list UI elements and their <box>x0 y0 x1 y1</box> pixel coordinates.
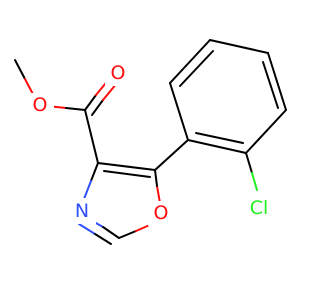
bond-carbonyl-c4 <box>84 109 99 164</box>
bond-c4-c5-inner <box>103 170 151 178</box>
oxygen-carbonyl-label: O <box>111 62 126 84</box>
bond-c4-c5 <box>97 162 156 171</box>
label-bg-o-ester <box>27 93 54 118</box>
label-bg-n-ring <box>69 198 96 224</box>
bond-c4-n <box>83 162 99 200</box>
aromatic-inner-bond-3 <box>195 132 244 144</box>
aromatic-inner-bond-1 <box>179 50 214 87</box>
label-bg-o-ring <box>148 201 175 226</box>
bond-o-ring-c5 <box>154 169 161 204</box>
nitrogen-ring-label: N <box>75 200 89 222</box>
aromatic-inner-bond-2 <box>262 61 279 109</box>
label-bg-cl <box>244 195 274 220</box>
oxygen-ring-label: O <box>154 202 169 224</box>
label-bg-o-carbonyl <box>105 61 132 86</box>
canvas-background <box>0 0 300 300</box>
chlorophenyl-ring <box>169 39 287 154</box>
bond-c5-phenyl <box>154 139 189 171</box>
oxygen-ester-label: O <box>33 94 48 116</box>
chlorine-label: Cl <box>250 197 269 219</box>
molecule-structure-diagram: O O N O Cl <box>0 0 300 300</box>
bond-phenyl-cl <box>245 152 258 191</box>
